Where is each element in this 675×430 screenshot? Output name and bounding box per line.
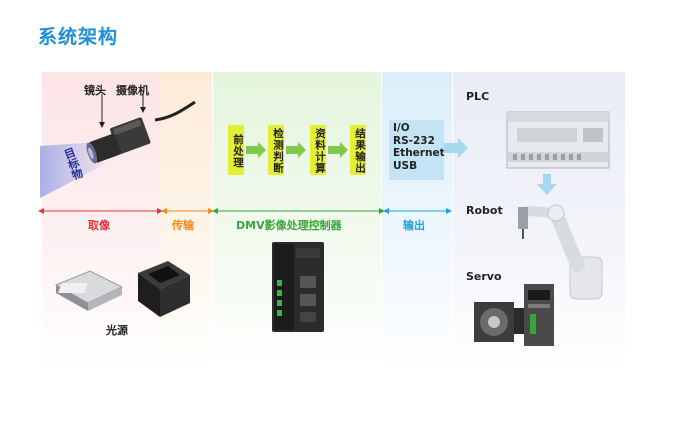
plc-label: PLC bbox=[466, 90, 490, 103]
camera-illustration bbox=[40, 94, 196, 198]
section-arrows bbox=[38, 208, 452, 214]
transfer-panel bbox=[160, 72, 212, 370]
step-inspect: 检测判断 bbox=[268, 125, 284, 175]
step-preprocess: 前处理 bbox=[228, 125, 244, 175]
page-title: 系统架构 bbox=[38, 26, 119, 48]
robot-arm bbox=[518, 204, 603, 300]
step-compute: 资料计算 bbox=[310, 125, 326, 175]
section-acquire: 取像 bbox=[88, 219, 110, 232]
io-item: Ethernet bbox=[393, 147, 445, 159]
servo-device bbox=[474, 284, 554, 346]
section-output: 输出 bbox=[403, 219, 425, 232]
robot-label: Robot bbox=[466, 204, 503, 217]
camera-label: 摄像机 bbox=[116, 84, 149, 97]
plc-down-arrow bbox=[537, 174, 557, 195]
io-interface-box: I/O RS-232 Ethernet USB bbox=[389, 120, 445, 180]
io-item: USB bbox=[393, 159, 418, 172]
step-arrows bbox=[246, 142, 348, 158]
io-item: I/O bbox=[393, 122, 410, 134]
dmv-controller bbox=[272, 242, 324, 332]
step-output: 结果输出 bbox=[350, 125, 366, 175]
servo-label: Servo bbox=[466, 270, 502, 283]
plc-device bbox=[506, 111, 610, 169]
light-sources bbox=[54, 261, 190, 317]
output-arrow bbox=[444, 138, 468, 158]
lens-label: 镜头 bbox=[84, 84, 106, 97]
io-item: RS-232 bbox=[393, 134, 435, 147]
light-label: 光源 bbox=[106, 324, 128, 337]
section-transfer: 传输 bbox=[172, 219, 194, 232]
section-controller: DMV影像处理控制器 bbox=[236, 219, 342, 232]
